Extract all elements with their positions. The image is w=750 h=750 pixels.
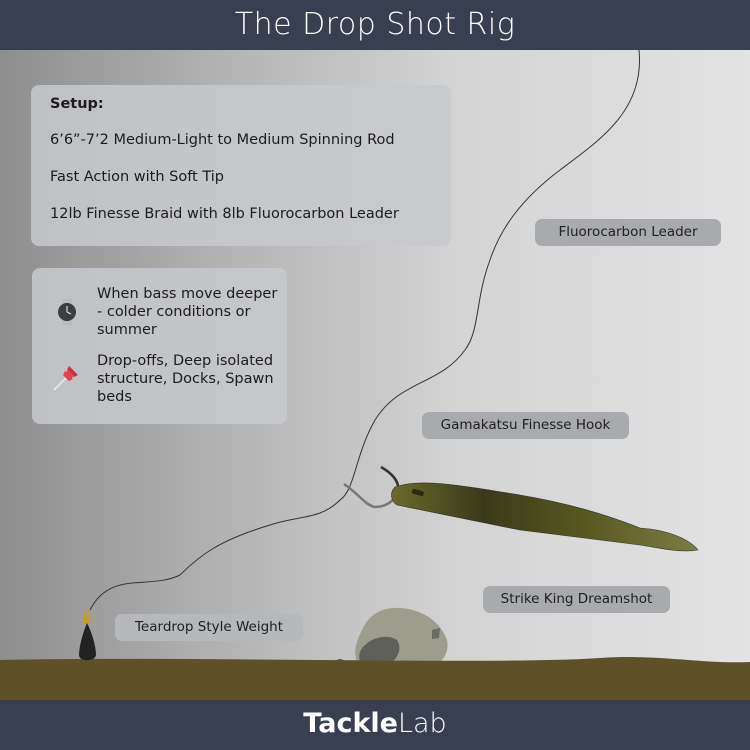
setup-item-rod: 6’6”-7’2 Medium-Light to Medium Spinning… (50, 132, 395, 148)
hook-icon (343, 465, 400, 509)
info-panel: When bass move deeper - colder condition… (32, 268, 287, 424)
info-text-where: Drop-offs, Deep isolated structure, Dock… (97, 353, 274, 405)
setup-panel: Setup: 6’6”-7’2 Medium-Light to Medium S… (31, 85, 451, 246)
label-fluorocarbon-leader: Fluorocarbon Leader (535, 219, 721, 246)
setup-item-line: 12lb Finesse Braid with 8lb Fluorocarbon… (50, 206, 399, 222)
label-hook: Gamakatsu Finesse Hook (422, 412, 629, 439)
teardrop-weight-icon (79, 610, 96, 661)
label-weight: Teardrop Style Weight (115, 614, 303, 641)
lake-bottom (0, 657, 750, 700)
setup-title: Setup: (50, 96, 104, 112)
info-text-when: When bass move deeper - colder condition… (97, 286, 278, 338)
brand-light: Lab (397, 708, 447, 739)
title-prefix: The (234, 7, 303, 42)
brand-bold: Tackle (303, 708, 398, 739)
setup-item-action: Fast Action with Soft Tip (50, 169, 224, 185)
title-main: Drop Shot Rig (302, 7, 516, 42)
bait-worm (391, 482, 699, 552)
fishing-line (89, 49, 641, 611)
label-bait: Strike King Dreamshot (483, 586, 670, 613)
page-header: The Drop Shot Rig (0, 0, 750, 50)
page-footer: TackleLab (0, 700, 750, 750)
pushpin-icon (53, 366, 78, 391)
watch-icon (58, 299, 76, 325)
